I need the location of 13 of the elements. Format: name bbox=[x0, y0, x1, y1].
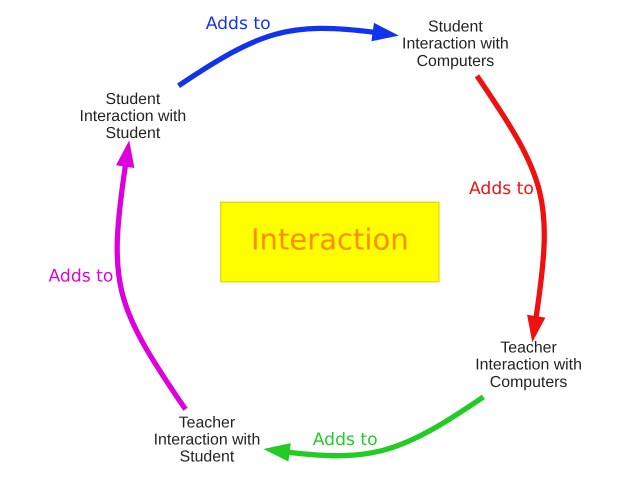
arrow bbox=[114, 140, 188, 411]
arrow bbox=[176, 22, 398, 88]
edge-label: Adds to bbox=[468, 178, 534, 199]
node-text: Student Interaction with Student bbox=[79, 90, 186, 142]
arrow bbox=[262, 394, 484, 462]
node-box: Interaction bbox=[220, 202, 440, 282]
edge-label: Adds to bbox=[205, 14, 270, 34]
node-text: Teacher Interaction with Computers bbox=[474, 340, 582, 391]
node-text: Teacher Interaction with Student bbox=[153, 414, 260, 466]
node-text: Student Interaction with Computers bbox=[402, 18, 508, 70]
edge-label: Adds to bbox=[48, 266, 113, 286]
edge-label: Adds to bbox=[312, 430, 378, 450]
arrow bbox=[474, 74, 546, 342]
